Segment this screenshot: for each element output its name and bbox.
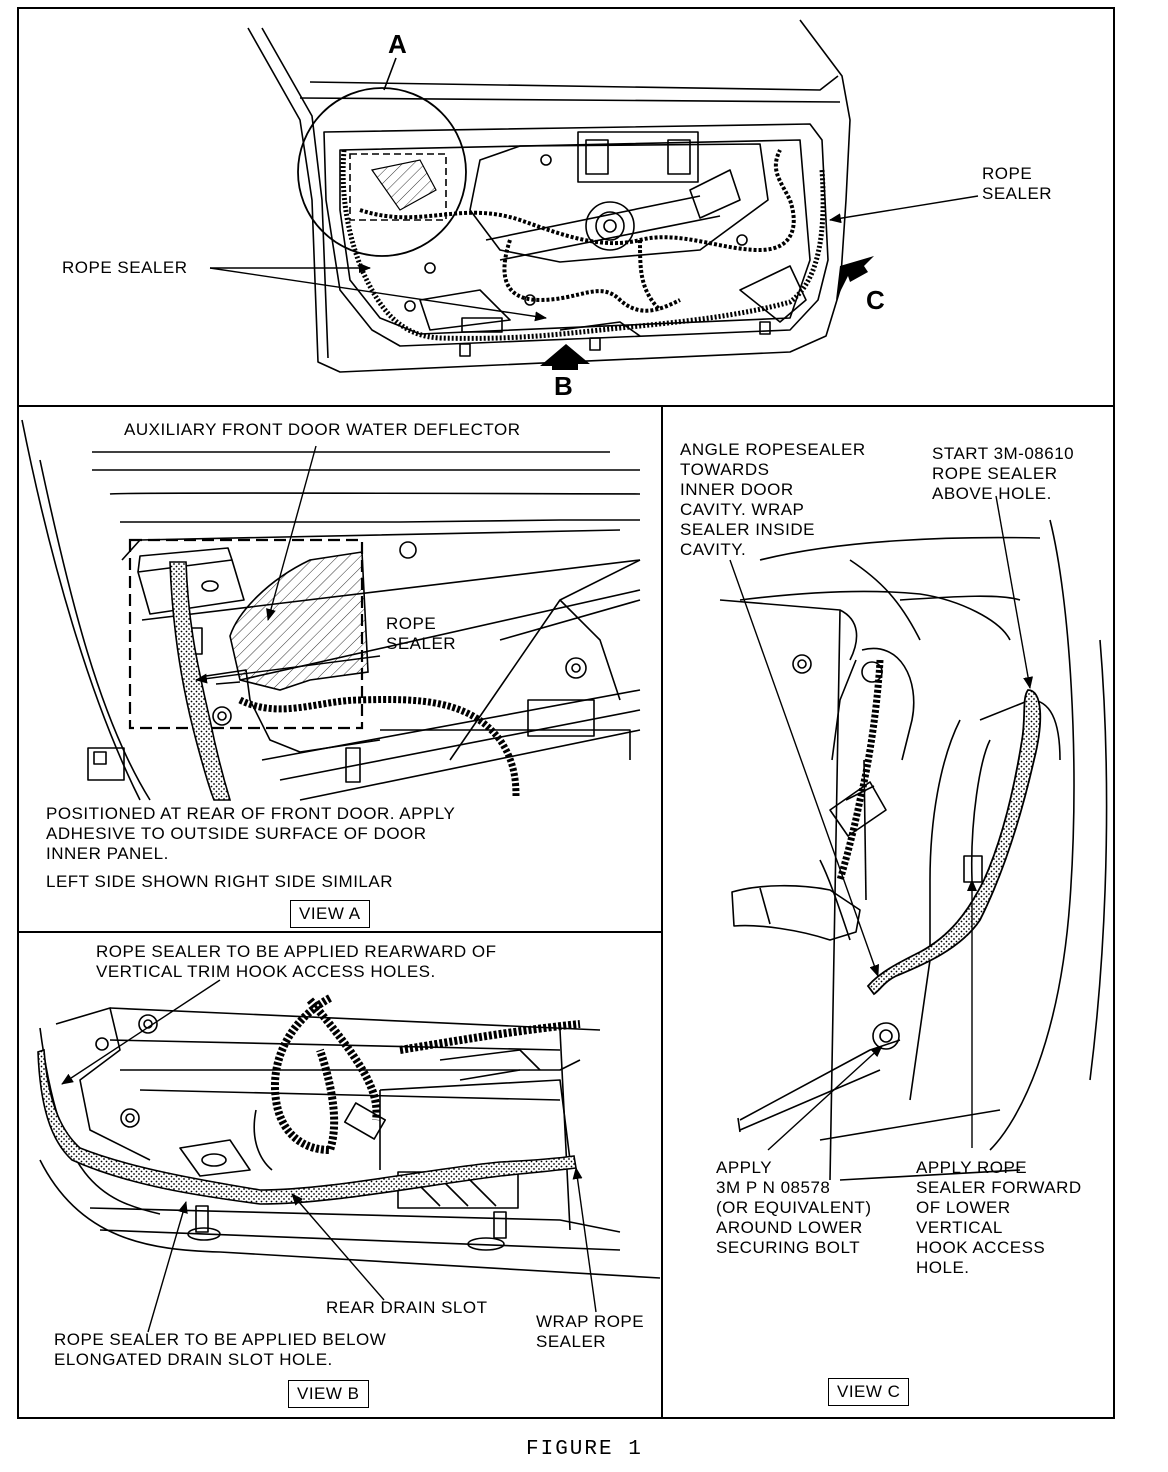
view-a-side-note: LEFT SIDE SHOWN RIGHT SIDE SIMILAR [46,872,393,891]
view-b-top-note: ROPE SEALER TO BE APPLIED REARWARD OF VE… [96,942,497,981]
rope-sealer-view-a [169,561,232,801]
figure-caption: FIGURE 1 [526,1438,643,1461]
view-a-deflector-label: AUXILIARY FRONT DOOR WATER DEFLECTOR [124,420,521,439]
figure-frame [17,7,1115,1419]
rope-sealer-view-b [37,1048,577,1205]
view-c-title: VIEW C [828,1378,910,1406]
view-c-angle-note: ANGLE ROPESEALER TOWARDS INNER DOOR CAVI… [680,440,866,559]
deflector-outline-view-a [128,538,364,730]
main-rope-sealer-left-label: ROPE SEALER [62,258,188,277]
view-c-start-note: START 3M-08610 ROPE SEALER ABOVE HOLE. [932,444,1075,503]
callout-c-label: C [866,285,886,315]
view-c-apply-note: APPLY 3M P N 08578 (OR EQUIVALENT) AROUN… [716,1158,872,1257]
deflector-outline-main [349,153,447,221]
callout-b-label: B [554,371,574,401]
door-main-view [247,19,851,373]
wiring-harness-main [359,149,796,313]
water-deflector-view-a [229,551,369,691]
view-a-note: POSITIONED AT REAR OF FRONT DOOR. APPLY … [46,804,456,863]
wiring-harness-view-c [836,659,884,882]
view-b-drain-slot-label: REAR DRAIN SLOT [326,1298,488,1317]
wiring-harness-view-b [271,994,581,1155]
view-a-title: VIEW A [290,900,370,928]
view-c-drawing [719,519,1108,1181]
callout-a-label: A [388,29,408,59]
view-b-title: VIEW B [288,1380,369,1408]
view-c-forward-note: APPLY ROPE SEALER FORWARD OF LOWER VERTI… [916,1158,1082,1277]
view-a-callout-circle [297,87,467,257]
rope-sealer-view-c [866,689,1042,996]
arrow-c [836,256,874,300]
view-b-bottom-note: ROPE SEALER TO BE APPLIED BELOW ELONGATE… [54,1330,387,1369]
view-b-drawing [39,1007,661,1279]
view-a-rope-sealer-label: ROPE SEALER [386,614,457,653]
arrow-b [540,344,590,370]
main-rope-sealer-right-label: ROPE SEALER [982,164,1053,203]
wiring-harness-view-a [238,695,520,797]
view-a-drawing [21,419,641,801]
view-b-wrap-label: WRAP ROPE SEALER [536,1312,645,1351]
